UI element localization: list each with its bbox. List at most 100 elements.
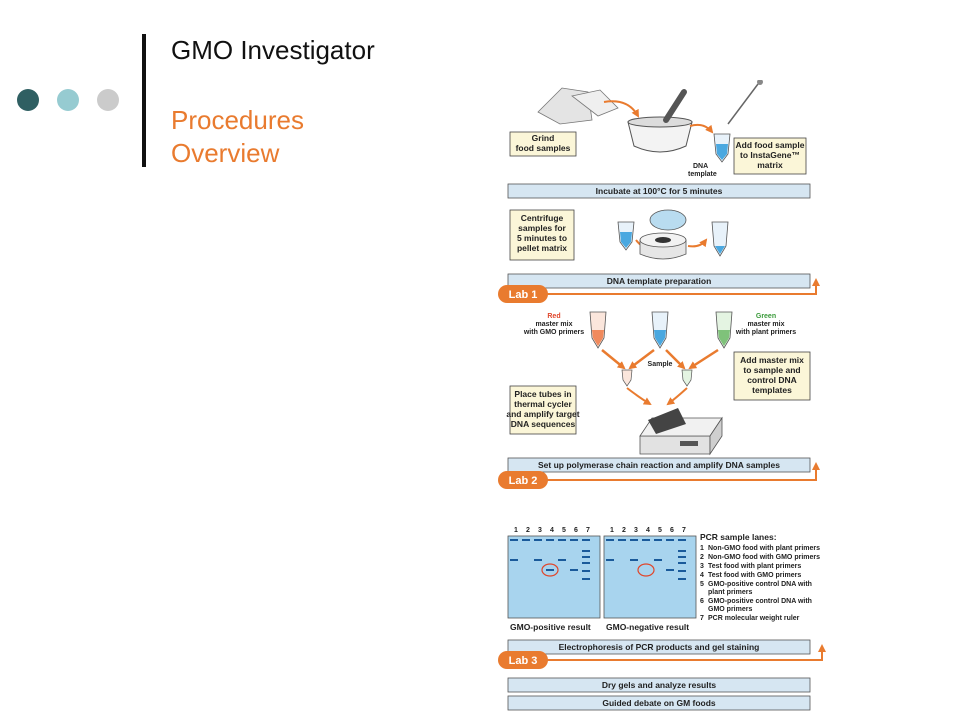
lab1-pill — [498, 285, 548, 303]
red-mastermix-label-3: with GMO primers — [523, 329, 584, 336]
green-mastermix-label-3: with plant primers — [735, 329, 796, 336]
food-sample-illustration — [537, 87, 619, 125]
add-master-text-4: templates — [752, 385, 792, 395]
bar-electrophoresis — [507, 639, 811, 655]
positive-band-highlight — [541, 563, 559, 577]
bar-dry-gels-text: Dry gels and analyze results — [602, 680, 717, 690]
lane-number: 6 — [670, 527, 674, 534]
lab2-connector — [510, 462, 820, 481]
subtitle-line-1: Procedures — [171, 105, 304, 135]
green-mastermix-label-2: master mix — [748, 321, 785, 328]
bar-dna-template-prep — [507, 273, 811, 289]
arrow-to-cycler-left — [626, 387, 652, 406]
legend-text: Non-GMO food with plant primers — [708, 545, 820, 552]
gel-positive — [507, 535, 601, 619]
dna-template-label-2: template — [688, 171, 717, 178]
arrow-red-to-pcr — [601, 349, 626, 370]
legend-num: 1 — [700, 545, 704, 552]
legend-num: 6 — [700, 598, 704, 605]
legend-text: plant primers — [708, 589, 752, 596]
legend-title: PCR sample lanes: — [700, 532, 777, 542]
lab3-label: Lab 3 — [509, 655, 538, 667]
add-master-text-3: control DNA — [747, 375, 797, 385]
place-text-4: DNA sequences — [511, 419, 576, 429]
legend-text: Test food with plant primers — [708, 563, 801, 570]
decor-dot-teal — [57, 89, 79, 111]
legend-text: PCR molecular weight ruler — [708, 615, 800, 622]
legend-text: GMO-positive control DNA with — [708, 598, 812, 605]
lane-numbers-positive: 1 2 3 4 5 6 7 — [514, 527, 590, 534]
legend-text: Non-GMO food with GMO primers — [708, 554, 820, 561]
centrifuge-text-4: pellet matrix — [517, 243, 567, 253]
red-mastermix-label-1: Red — [547, 313, 560, 320]
arrow-to-tube — [689, 123, 714, 134]
centrifuge-text-1: Centrifuge — [521, 213, 564, 223]
lane-numbers-negative: 1 2 3 4 5 6 7 — [610, 527, 686, 534]
legend-text: GMO primers — [708, 606, 752, 613]
lane-number: 4 — [646, 527, 650, 534]
bar-debate — [507, 695, 811, 711]
gel-positive-label: GMO-positive result — [510, 622, 591, 632]
add-food-text-3: matrix — [757, 160, 783, 170]
grind-text-1: Grind — [532, 133, 555, 143]
lane-number: 5 — [562, 527, 566, 534]
subtitle-line-2: Overview — [171, 138, 280, 168]
step-box-add-master-mix — [733, 351, 811, 401]
bar-pcr-text: Set up polymerase chain reaction and amp… — [538, 460, 780, 470]
dropper-icon — [727, 80, 763, 125]
lab1-connector — [510, 278, 820, 295]
bar-incubate-text: Incubate at 100°C for 5 minutes — [596, 186, 723, 196]
add-food-text-1: Add food sample — [736, 140, 805, 150]
legend-num: 2 — [700, 554, 704, 561]
negative-band-highlight — [637, 563, 655, 577]
grind-text-2: food samples — [516, 143, 571, 153]
green-tube-icon — [715, 311, 733, 349]
lab2-label: Lab 2 — [509, 475, 538, 487]
arrow-sample-left — [628, 349, 655, 370]
lane-number: 7 — [586, 527, 590, 534]
lab3-pill — [498, 651, 548, 669]
lane-number: 3 — [538, 527, 542, 534]
gel-negative — [603, 535, 697, 619]
lab2-pill — [498, 471, 548, 489]
legend-num: 7 — [700, 615, 704, 622]
bar-pcr — [507, 457, 811, 473]
centrifuge-text-2: samples for — [518, 223, 566, 233]
dna-template-tube-icon — [713, 133, 731, 163]
arrow-sample-right — [665, 349, 686, 370]
bar-debate-text: Guided debate on GM foods — [602, 698, 716, 708]
gel-negative-label: GMO-negative result — [606, 622, 689, 632]
procedure-diagram: DNA template Grind food samples Add food… — [498, 80, 826, 711]
arrow-to-cycler-right — [666, 387, 688, 406]
lab1-label: Lab 1 — [509, 289, 538, 301]
decor-dot-gray — [97, 89, 119, 111]
lane-number: 6 — [574, 527, 578, 534]
step-box-thermal-cycler — [509, 385, 577, 435]
arrow-grind — [603, 100, 639, 118]
lane-number: 1 — [514, 527, 518, 534]
mortar-pestle-icon — [627, 89, 693, 153]
sample-tube-icon — [651, 311, 669, 349]
lane-number: 2 — [526, 527, 530, 534]
lane-number: 5 — [658, 527, 662, 534]
step-box-centrifuge — [509, 209, 575, 261]
red-mastermix-label-2: master mix — [536, 321, 573, 328]
legend-text: Test food with GMO primers — [708, 572, 801, 579]
lane-number: 1 — [610, 527, 614, 534]
dna-template-label-1: DNA — [693, 163, 708, 170]
decor-dot-dark — [17, 89, 39, 111]
tube-after-centrifuge-icon — [711, 221, 729, 257]
lane-number: 3 — [634, 527, 638, 534]
thermal-cycler-icon — [639, 408, 723, 456]
legend-num: 5 — [700, 581, 704, 588]
place-text-2: thermal cycler — [514, 399, 572, 409]
bar-electrophoresis-text: Electrophoresis of PCR products and gel … — [559, 642, 760, 652]
legend-num: 4 — [700, 572, 704, 579]
sample-label: Sample — [648, 361, 673, 368]
lab3-connector — [510, 644, 826, 661]
arrow-from-centrifuge — [687, 238, 708, 248]
legend-text: GMO-positive control DNA with — [708, 581, 812, 588]
add-food-text-2: to InstaGene™ — [740, 150, 800, 160]
pcr-tube-red-icon — [621, 369, 633, 387]
pcr-lanes-legend: PCR sample lanes: 1 Non-GMO food with pl… — [700, 532, 820, 622]
